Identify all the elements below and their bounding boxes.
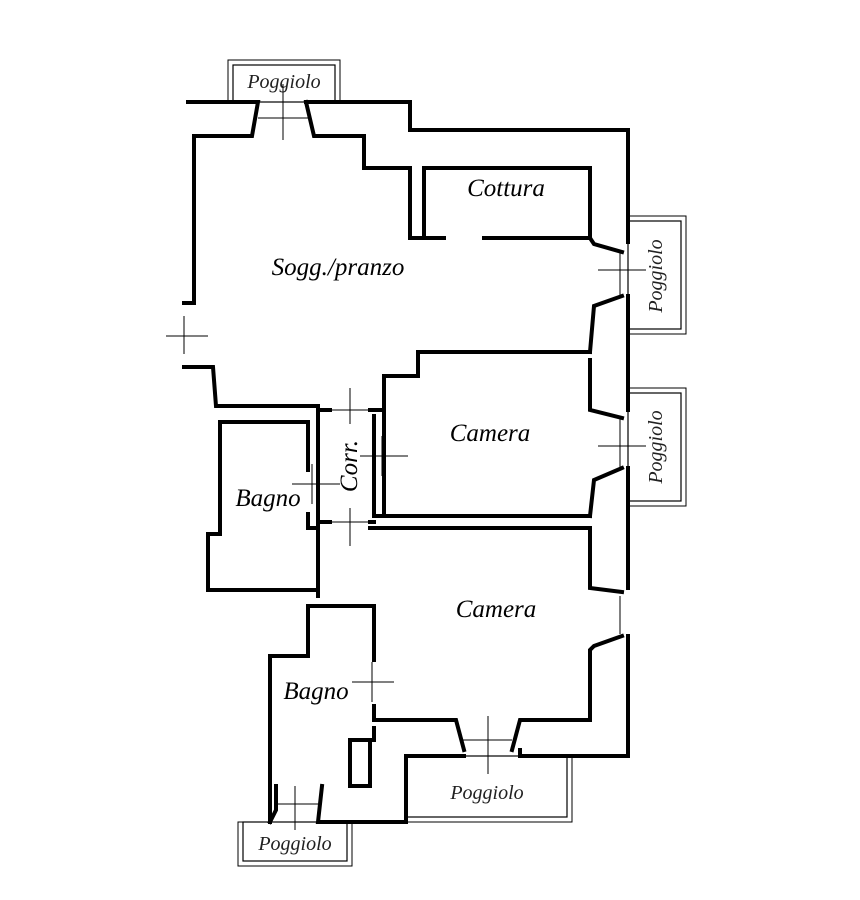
balcony-right-upper-label: Poggiolo bbox=[645, 239, 667, 313]
balcony-bottom-center: Poggiolo bbox=[405, 755, 573, 823]
room-label-cottura: Cottura bbox=[467, 175, 545, 202]
room-label-corridoio: Corr. bbox=[336, 440, 363, 492]
balcony-top-label: Poggiolo bbox=[246, 71, 320, 93]
interior-walls bbox=[267, 166, 625, 825]
balcony-bottom-left: Poggiolo bbox=[237, 821, 353, 867]
balcony-top: Poggiolo bbox=[227, 59, 341, 103]
balcony-right-lower-label: Poggiolo bbox=[645, 410, 667, 484]
opening-markers bbox=[166, 84, 646, 830]
balcony-right-upper: Poggiolo bbox=[627, 215, 687, 335]
room-label-bagno-lower: Bagno bbox=[283, 678, 348, 705]
balcony-right-lower: Poggiolo bbox=[627, 387, 687, 507]
room-labels: Sogg./pranzo Cottura Corr. Camera Camera… bbox=[235, 175, 545, 705]
exterior-walls bbox=[182, 99, 630, 824]
balcony-bottom-center-label: Poggiolo bbox=[449, 782, 523, 804]
room-label-soggiorno: Sogg./pranzo bbox=[272, 254, 405, 281]
balcony-bottom-left-label: Poggiolo bbox=[257, 833, 331, 855]
room-label-bagno-upper: Bagno bbox=[235, 485, 300, 512]
room-label-camera-lower: Camera bbox=[456, 596, 537, 623]
room-label-camera-upper: Camera bbox=[450, 420, 531, 447]
